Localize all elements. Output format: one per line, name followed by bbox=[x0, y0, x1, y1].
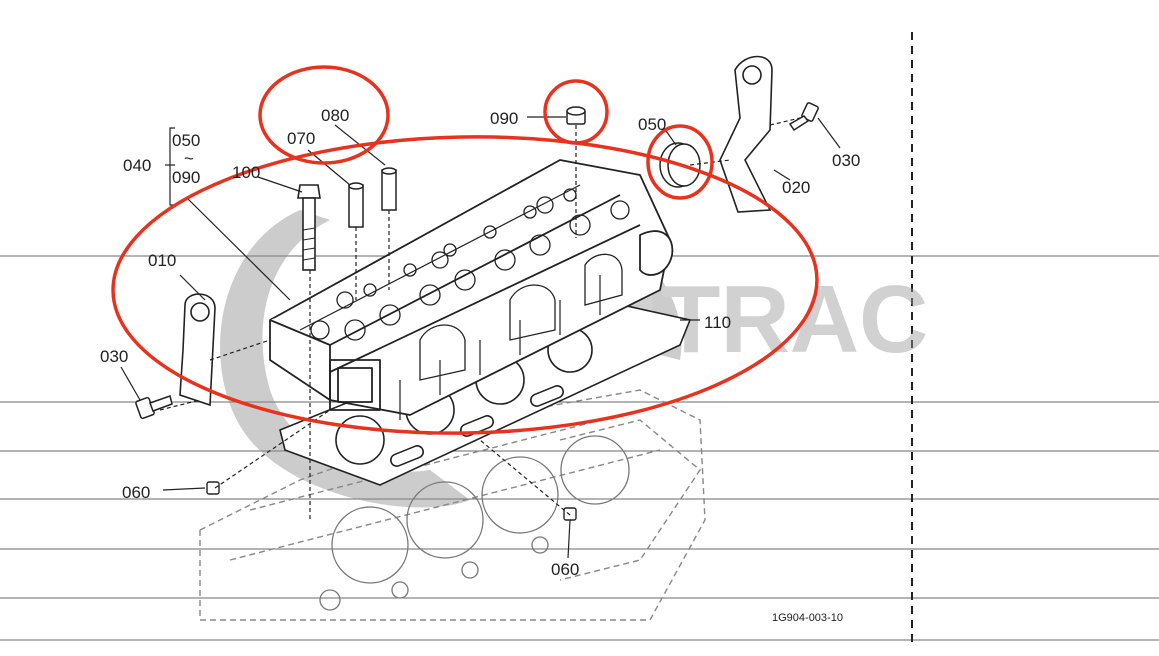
scan-lines bbox=[0, 255, 1159, 641]
callout-110: 110 bbox=[704, 313, 731, 332]
bolt-030-left bbox=[135, 395, 173, 420]
cap-090 bbox=[566, 106, 586, 125]
highlight-090 bbox=[543, 79, 609, 145]
callout-050-bracket-top: 050 bbox=[172, 131, 200, 150]
callout-050: 050 bbox=[638, 115, 666, 134]
dowel-060-bottom bbox=[563, 507, 577, 521]
callout-100: 100 bbox=[232, 163, 260, 182]
callout-080: 080 bbox=[321, 106, 349, 125]
callout-labels: 040 050 ~ 090 100 070 080 090 050 020 03… bbox=[100, 106, 860, 624]
dowel-060-left bbox=[206, 481, 220, 495]
cylinder-head-ports bbox=[310, 188, 630, 381]
highlight-050 bbox=[646, 124, 714, 200]
callout-060-left: 060 bbox=[122, 483, 150, 502]
callout-070: 070 bbox=[287, 129, 315, 148]
head-bolt-100 bbox=[297, 184, 321, 271]
callout-060-bottom: 060 bbox=[551, 560, 579, 579]
callout-020: 020 bbox=[782, 178, 810, 197]
callout-090-bracket-bottom: 090 bbox=[172, 168, 200, 187]
hanger-020 bbox=[719, 55, 773, 213]
callout-010: 010 bbox=[148, 251, 176, 270]
hanger-010 bbox=[179, 293, 216, 407]
callout-030-right: 030 bbox=[832, 151, 860, 170]
engine-block-bores bbox=[319, 435, 630, 611]
drawing-code: 1G904-003-10 bbox=[772, 612, 843, 624]
callout-bracket-tilde: ~ bbox=[184, 149, 194, 168]
highlight-070-080 bbox=[258, 65, 390, 165]
callout-090: 090 bbox=[490, 109, 518, 128]
callout-030-left: 030 bbox=[100, 347, 128, 366]
valve-guide-080 bbox=[381, 167, 397, 211]
callout-040: 040 bbox=[123, 156, 151, 175]
cylinder-head-drawing bbox=[269, 159, 674, 420]
bolt-030-right bbox=[788, 102, 819, 132]
valve-guide-070 bbox=[348, 182, 364, 228]
highlight-head-ellipse bbox=[111, 135, 819, 435]
highlight-markings bbox=[111, 65, 819, 435]
